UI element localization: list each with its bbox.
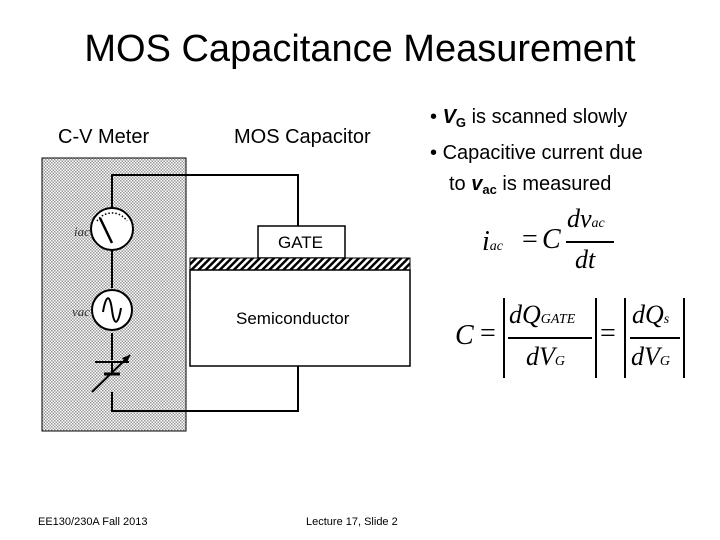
equation-c-denominator1: dVG <box>526 342 566 371</box>
equation-c-fraction-bar1 <box>508 337 592 339</box>
bullet-list: • VG is scanned slowly • Capacitive curr… <box>430 102 643 205</box>
bullet-item-continuation: to vac is measured <box>449 173 612 197</box>
equation-c-fraction-bar2 <box>630 337 680 339</box>
ac-source-icon <box>91 289 133 331</box>
equation-iac-lhs: iac <box>482 226 503 257</box>
equation-c-denominator2: dVG <box>631 342 671 371</box>
slide-title: MOS Capacitance Measurement <box>84 28 636 70</box>
gate-oxide <box>189 257 411 271</box>
bullet-item: • Capacitive current due <box>430 142 643 164</box>
semiconductor-label: Semiconductor <box>236 309 350 328</box>
abs-bar-right <box>683 298 685 378</box>
equation-c-numerator1: dQGATE <box>509 300 576 329</box>
equation-c-equals: = <box>480 318 496 349</box>
equation-c-equals2: = <box>600 318 616 349</box>
footer-course: EE130/230A Fall 2013 <box>38 516 148 528</box>
footer-slide-number: Lecture 17, Slide 2 <box>306 516 398 528</box>
cv-meter-label: C-V Meter <box>58 126 150 148</box>
equation-iac-denominator: dt <box>575 245 596 274</box>
equation-c-numerator2: dQs <box>632 300 670 329</box>
variable-dc-source-icon <box>91 354 131 393</box>
bullet-item: • VG is scanned slowly <box>430 106 628 130</box>
abs-bar-left <box>503 298 505 378</box>
abs-bar-middle-left <box>595 298 597 378</box>
equation-iac-equals: = <box>522 224 538 255</box>
equation-c-lhs: C <box>455 320 474 351</box>
equation-iac-numerator: dvac <box>567 204 605 233</box>
mos-capacitor-label: MOS Capacitor <box>234 126 371 148</box>
semiconductor-body <box>189 269 411 367</box>
equation-iac-fraction-bar <box>566 241 614 243</box>
iac-symbol: iac <box>74 224 90 239</box>
gate-wire <box>111 174 299 226</box>
gate-electrode <box>257 225 346 259</box>
vac-symbol: vac <box>72 304 91 319</box>
abs-bar-middle-right <box>624 298 626 378</box>
ammeter-icon <box>90 207 134 251</box>
substrate-wire <box>111 366 299 412</box>
equation-iac-coef: C <box>542 224 561 255</box>
gate-label: GATE <box>278 233 324 252</box>
